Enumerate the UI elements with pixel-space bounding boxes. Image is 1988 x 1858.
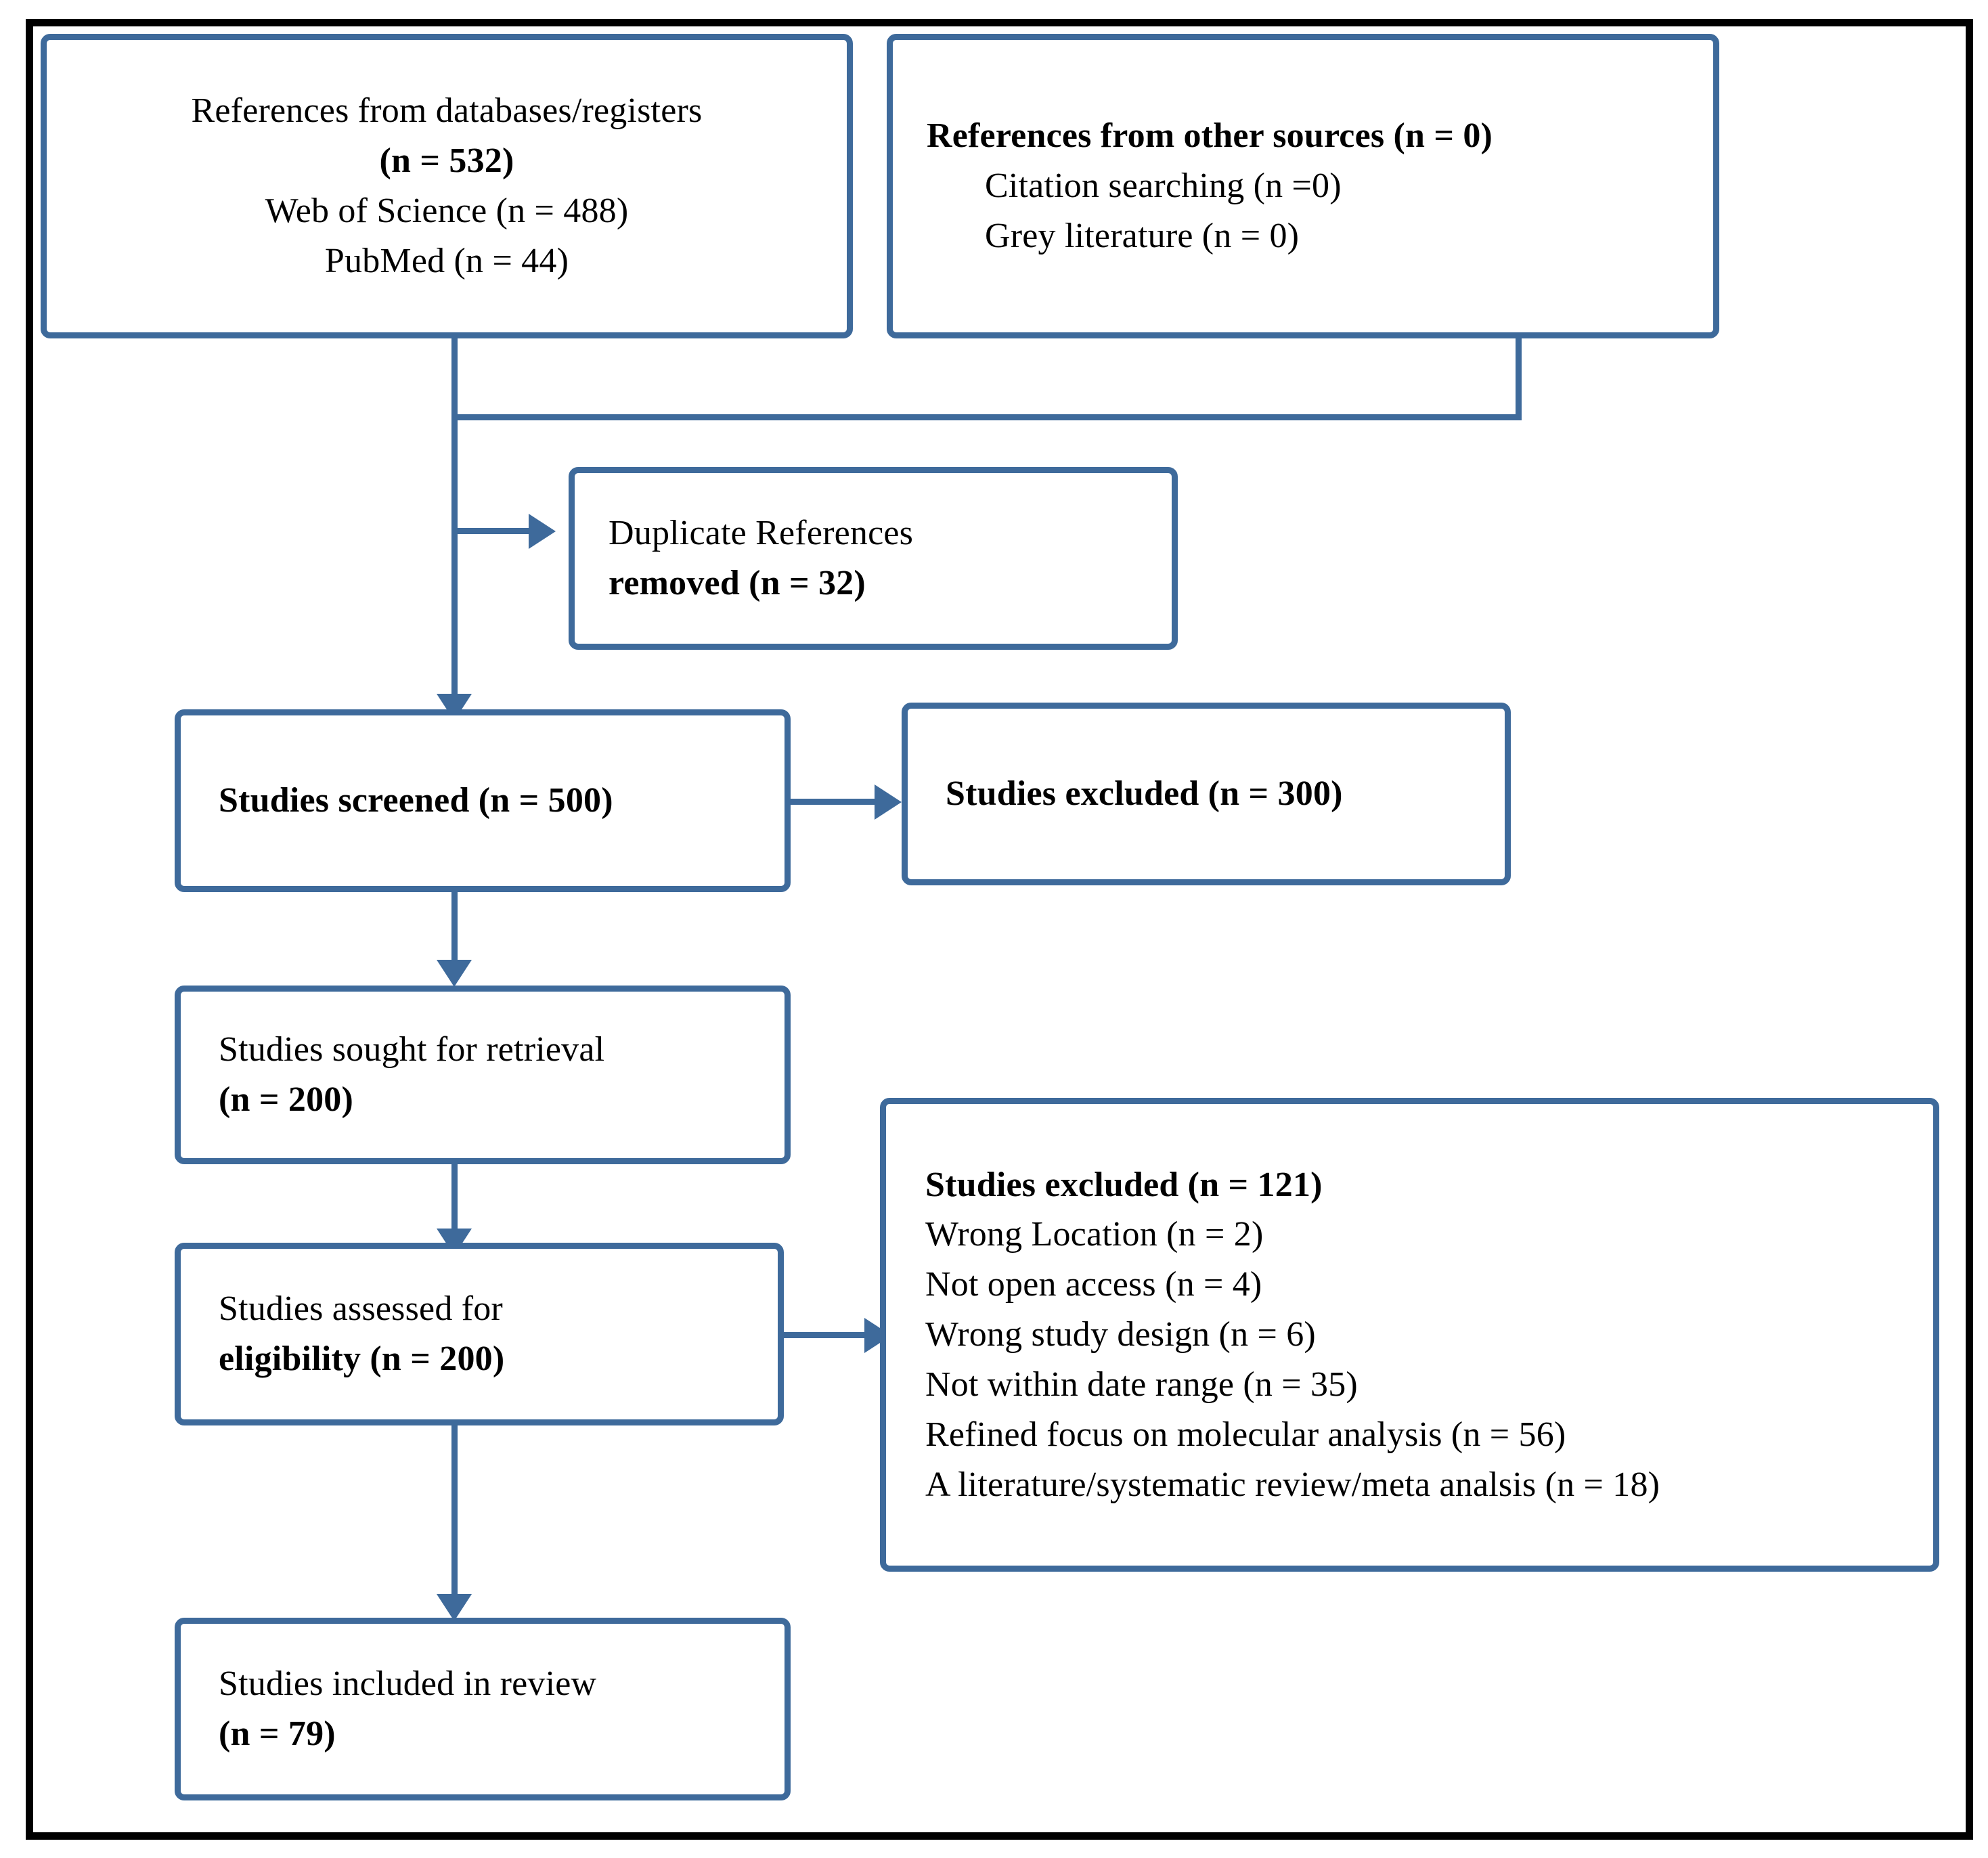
node-line: Not within date range (n = 35) [925,1365,1358,1404]
arrow-down-to-sought [437,960,472,987]
arrow-down-to-included [437,1594,472,1621]
node-studies-assessed-for-eligibility[interactable]: Studies assessed for eligibility (n = 20… [175,1243,784,1425]
node-studies-excluded-screening[interactable]: Studies excluded (n = 300) [902,703,1511,885]
node-line: PubMed (n = 44) [324,241,569,280]
arrow-right-to-screen-excluded [875,784,902,820]
node-line: Wrong study design (n = 6) [925,1315,1316,1354]
node-line: eligibility (n = 200) [219,1340,505,1378]
node-line: Studies excluded (n = 300) [946,774,1343,814]
connector-other-sources-down [1516,338,1522,420]
node-line: (n = 200) [219,1080,353,1119]
node-line: Wrong Location (n = 2) [925,1215,1264,1254]
connector-spine-to-screened [451,414,458,709]
node-line: Web of Science (n = 488) [265,192,629,230]
node-line: (n = 79) [219,1715,336,1753]
node-line: Studies excluded (n = 121) [925,1165,1323,1204]
arrow-right-to-duplicates [529,514,556,549]
node-line: References from databases/registers [191,91,703,131]
node-line: References from other sources (n = 0) [927,116,1493,156]
node-studies-included-in-review[interactable]: Studies included in review (n = 79) [175,1618,791,1800]
node-line: Citation searching (n =0) [985,167,1342,206]
node-line: Studies assessed for [219,1289,503,1329]
connector-screened-to-excluded [790,799,875,805]
node-references-from-other-sources[interactable]: References from other sources (n = 0) Ci… [887,34,1719,338]
node-line: Not open access (n = 4) [925,1265,1262,1304]
node-line: (n = 532) [379,141,514,181]
node-studies-screened[interactable]: Studies screened (n = 500) [175,709,791,892]
connector-spine-to-duplicates [454,528,529,534]
node-line: removed (n = 32) [609,564,866,602]
connector-screened-to-sought [451,892,458,972]
node-studies-sought-for-retrieval[interactable]: Studies sought for retrieval (n = 200) [175,986,791,1164]
connector-merge-horizontal [451,414,1522,420]
node-line: Refined focus on molecular analysis (n =… [925,1415,1566,1454]
node-line: Studies sought for retrieval [219,1030,605,1069]
node-studies-excluded-eligibility[interactable]: Studies excluded (n = 121) Wrong Locatio… [880,1098,1939,1572]
node-duplicate-references-removed[interactable]: Duplicate References removed (n = 32) [569,467,1178,650]
connector-assessed-to-included [451,1425,458,1610]
connector-assessed-to-excluded [783,1332,864,1338]
connector-databases-down [451,338,458,426]
node-line: Studies included in review [219,1664,597,1704]
connector-sought-to-assessed [451,1164,458,1243]
node-line: Studies screened (n = 500) [219,781,613,820]
node-line: A literature/systematic review/meta anal… [925,1465,1660,1504]
node-references-from-databases[interactable]: References from databases/registers (n =… [41,34,853,338]
node-line: Duplicate References [609,514,914,553]
node-line: Grey literature (n = 0) [985,216,1300,255]
